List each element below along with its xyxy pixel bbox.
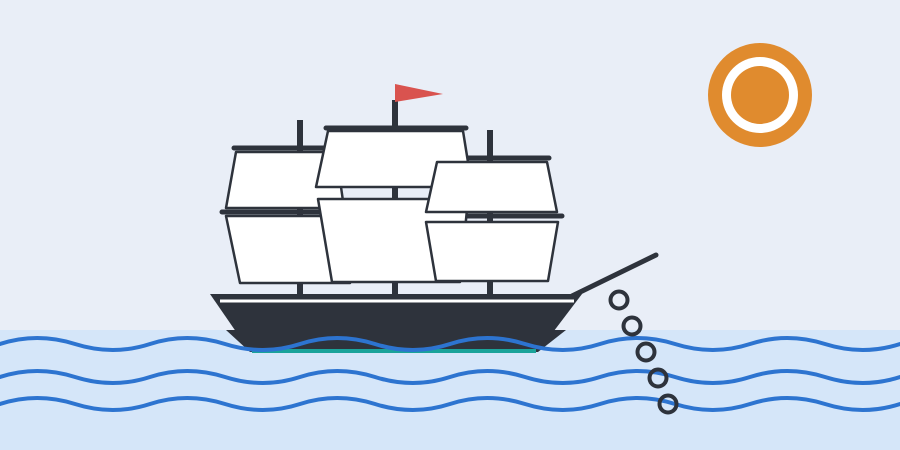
flag-icon	[395, 84, 443, 102]
wave-1	[0, 336, 900, 352]
wave-3	[0, 396, 900, 412]
anchor-chain	[608, 289, 679, 415]
wave-2	[0, 369, 900, 385]
bowsprit	[569, 252, 659, 299]
sun-icon	[708, 43, 812, 147]
waves	[0, 336, 900, 412]
sail-right-upper	[424, 160, 559, 214]
sails	[224, 129, 560, 285]
sail-right-lower	[424, 220, 560, 283]
